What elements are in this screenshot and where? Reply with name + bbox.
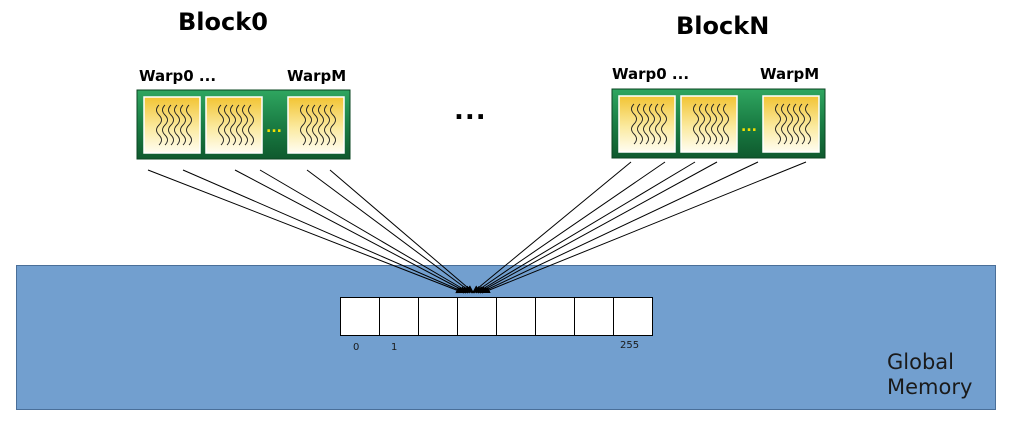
blockn-container: ...	[611, 88, 826, 159]
arrow	[471, 161, 632, 294]
global-memory-label: Global Memory	[887, 350, 972, 400]
arrow	[475, 161, 696, 294]
block0-container: ...	[136, 89, 351, 160]
blocks-ellipsis: ...	[454, 96, 487, 126]
blockn-warp0	[618, 95, 676, 153]
blockn-title: BlockN	[676, 12, 770, 40]
memory-cell	[380, 298, 419, 335]
block0-warp0	[143, 96, 201, 154]
global-memory-label-line2: Memory	[887, 375, 973, 399]
global-memory-region	[16, 265, 996, 410]
memory-cell	[497, 298, 536, 335]
memory-cell	[536, 298, 575, 335]
block0-warp-last-label: WarpM	[287, 67, 347, 85]
access-arrows	[147, 161, 807, 294]
memory-cell	[341, 298, 380, 335]
block0-warp-first-label: Warp0 ...	[139, 67, 217, 85]
arrow	[473, 161, 666, 294]
arrow	[182, 169, 467, 294]
blockn-warp1	[680, 95, 738, 153]
memory-array	[340, 297, 653, 336]
arrow	[329, 169, 475, 294]
arrow	[481, 161, 807, 294]
global-memory-label-line1: Global	[887, 350, 954, 374]
block0-warp1	[205, 96, 263, 154]
block0-warp-separator: ...	[266, 120, 282, 136]
block0-warpm	[287, 96, 345, 154]
arrow	[147, 169, 465, 294]
blockn-warp-last-label: WarpM	[760, 65, 820, 83]
arrow	[479, 161, 759, 294]
array-index-last: 255	[620, 340, 640, 351]
arrow	[306, 169, 473, 294]
memory-cell	[575, 298, 614, 335]
blockn-warpm	[762, 95, 820, 153]
blockn-warp-separator: ...	[741, 119, 757, 135]
block0-title: Block0	[178, 8, 268, 36]
arrow	[477, 161, 718, 294]
memory-cell	[419, 298, 458, 335]
arrow	[259, 169, 471, 294]
array-index-second: 1	[391, 342, 398, 353]
array-index-first: 0	[353, 342, 360, 353]
memory-cell	[458, 298, 497, 335]
blockn-warp-first-label: Warp0 ...	[612, 65, 690, 83]
arrow	[234, 169, 469, 294]
